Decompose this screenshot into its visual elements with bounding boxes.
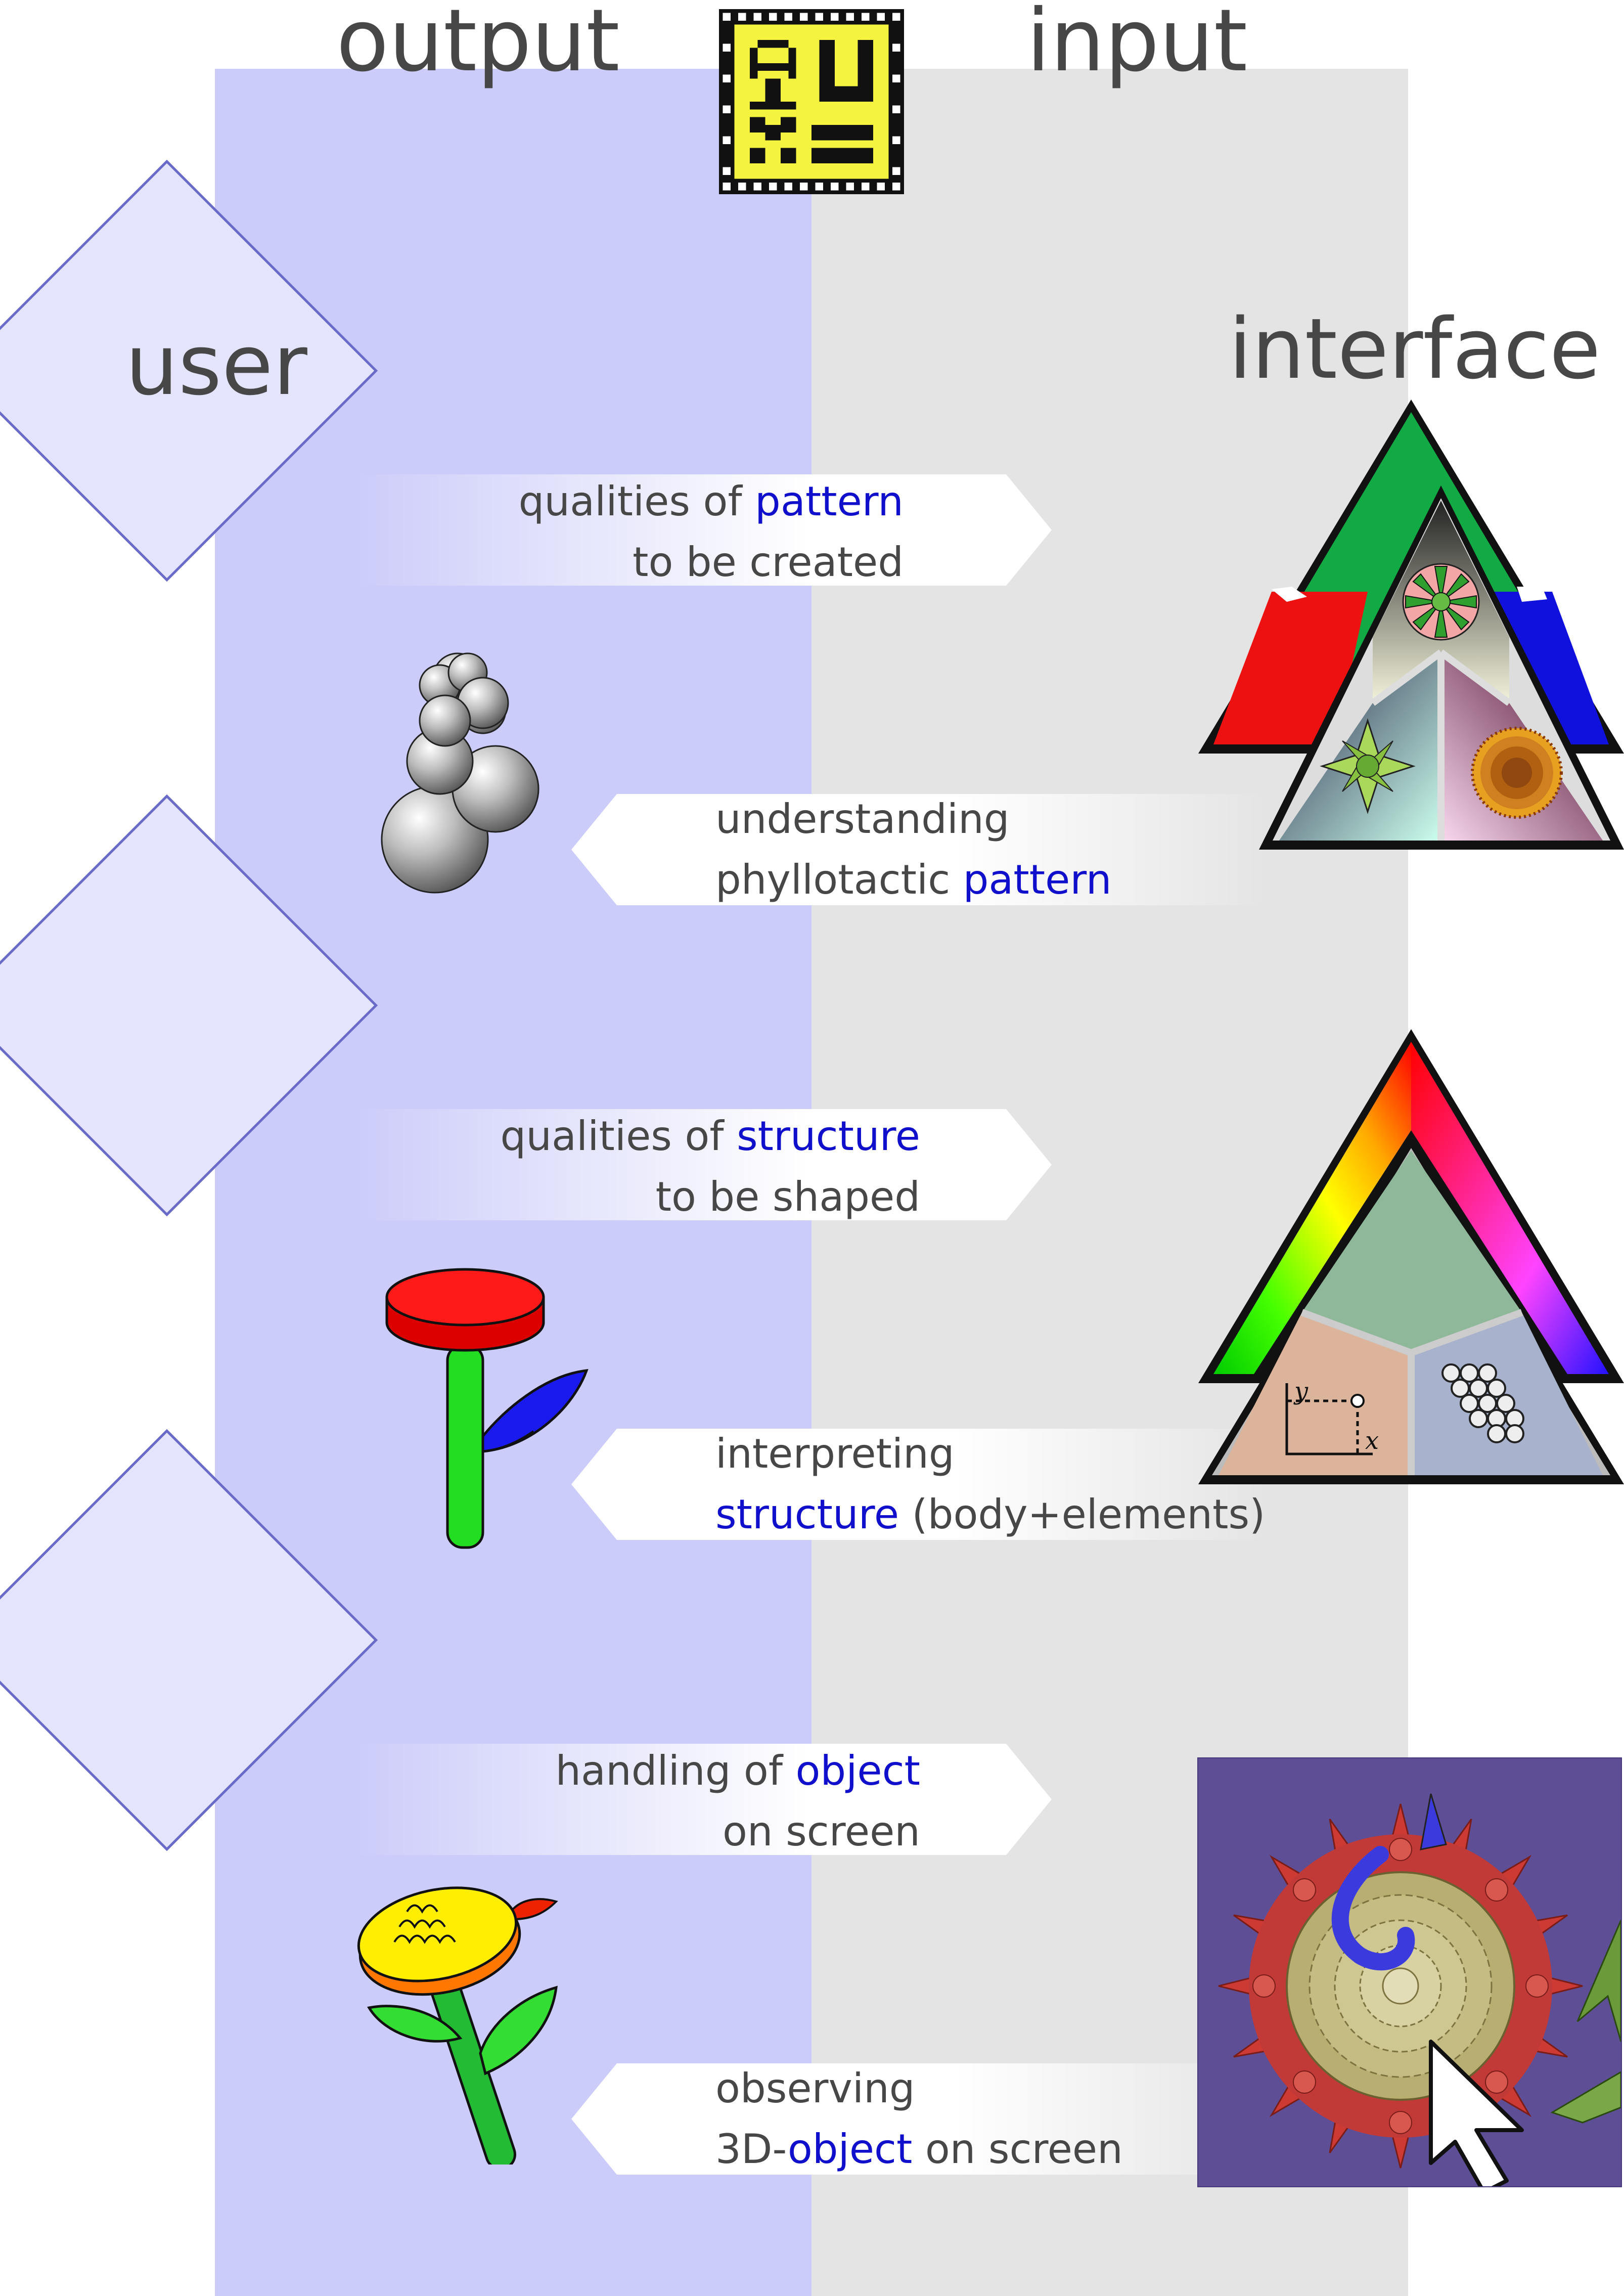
flow-arrow-left bbox=[571, 1429, 1269, 1540]
flow-label-2: understanding phyllotactic pattern bbox=[715, 796, 1112, 903]
structure-interface-icon: y x bbox=[1198, 1029, 1624, 1484]
sphere-cluster-icon bbox=[369, 637, 571, 900]
flow-label-3: qualities of structure to be shaped bbox=[500, 1113, 920, 1220]
input-heading: input bbox=[1026, 0, 1248, 91]
flow-arrow-left bbox=[571, 794, 1269, 905]
flow-arrow-right bbox=[354, 1109, 1052, 1220]
flow-label-5: handling of object on screen bbox=[555, 1747, 920, 1855]
axis-x-label: x bbox=[1365, 1427, 1379, 1455]
logo-icon bbox=[719, 9, 904, 194]
user-label: user bbox=[125, 317, 307, 414]
3d-object-render-image bbox=[1197, 1757, 1622, 2187]
flower-structure-icon bbox=[382, 1249, 594, 1558]
flow-label-6: observing 3D-object on screen bbox=[715, 2065, 1123, 2173]
flow-label-1: qualities of pattern to be created bbox=[518, 478, 904, 586]
pattern-interface-icon bbox=[1198, 400, 1624, 850]
interface-label: interface bbox=[1229, 300, 1601, 398]
flow-arrow-left bbox=[571, 2063, 1269, 2175]
flow-label-4: interpreting structure (body+elements) bbox=[715, 1430, 1266, 1538]
output-heading: output bbox=[336, 0, 620, 91]
axis-y-label: y bbox=[1293, 1377, 1309, 1405]
flow-arrow-right bbox=[354, 474, 1052, 586]
flow-arrow-right bbox=[354, 1744, 1052, 1855]
flower-3d-icon bbox=[339, 1871, 571, 2165]
